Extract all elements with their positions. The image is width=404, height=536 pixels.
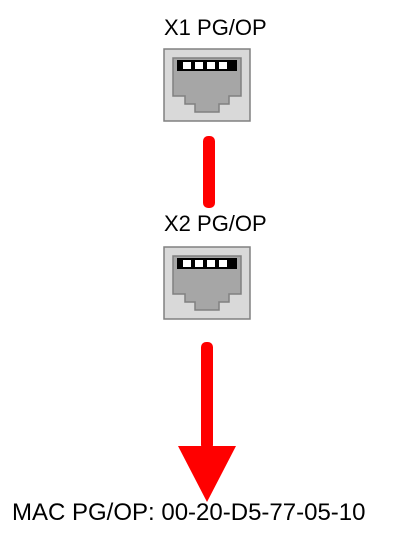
arrow-down-icon	[172, 342, 242, 502]
port-label-x1: X1 PG/OP	[164, 15, 267, 40]
port-label-x2: X2 PG/OP	[164, 211, 267, 236]
connection-line-icon	[193, 136, 223, 208]
ethernet-port-icon	[163, 246, 251, 320]
mac-address-label: MAC PG/OP: 00-20-D5-77-05-10	[12, 499, 366, 526]
ethernet-port-icon	[163, 48, 251, 122]
